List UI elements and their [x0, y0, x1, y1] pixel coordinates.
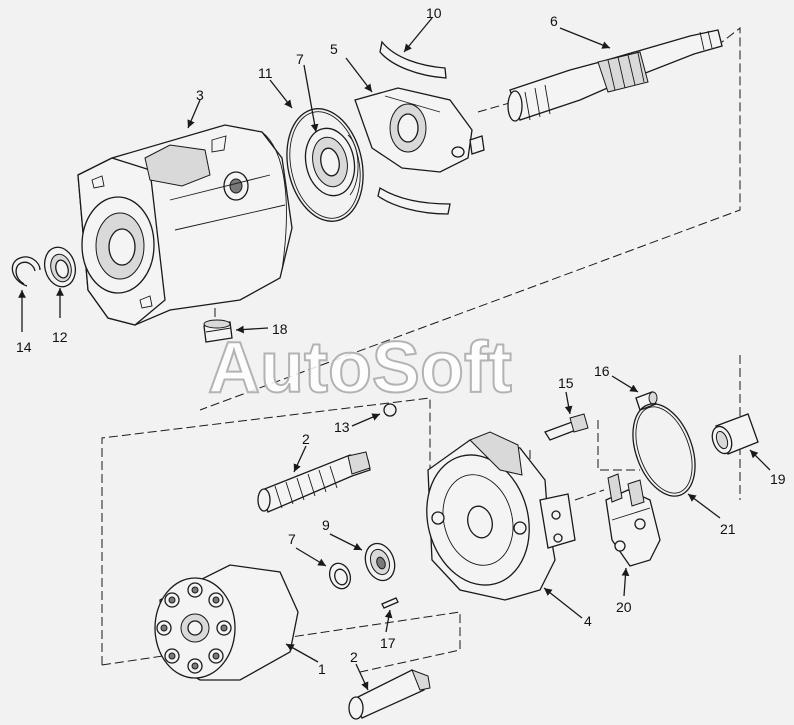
callout-8: 7 [296, 51, 304, 67]
part-19-bushing [711, 413, 759, 455]
part-15-bolt [544, 413, 589, 441]
part-5-swashplate [354, 87, 485, 173]
callout-10: 10 [426, 5, 442, 21]
part-18-plug [203, 319, 233, 343]
callout-2-lower: 2 [350, 649, 358, 665]
callout-20: 20 [616, 599, 632, 615]
part-17-pin [381, 597, 399, 609]
part-10-saddle-bearings [377, 40, 451, 215]
part-21-o-ring [632, 403, 696, 497]
part-4-end-cover [426, 431, 576, 601]
callout-18: 18 [272, 321, 288, 337]
part-8-bearing [304, 127, 359, 197]
callout-19: 19 [770, 471, 786, 487]
callout-16: 16 [594, 363, 610, 379]
callout-4: 4 [584, 613, 592, 629]
callout-7: 7 [288, 531, 296, 547]
part-2-compensator-spool [257, 451, 371, 513]
part-1-cylinder-block [154, 564, 299, 681]
part-7-ring [328, 562, 352, 590]
callout-labels: 3 11 7 5 10 6 14 12 18 13 2 7 9 1 17 2 4… [16, 5, 786, 677]
callout-15: 15 [558, 375, 574, 391]
part-2-piston [348, 669, 431, 720]
callout-21: 21 [720, 521, 736, 537]
part-3-pump-housing [77, 124, 293, 326]
callout-6: 6 [550, 13, 558, 29]
callout-3: 3 [196, 87, 204, 103]
callout-11: 12 [52, 329, 68, 345]
part-6-drive-shaft [507, 29, 723, 122]
callout-14: 14 [16, 339, 32, 355]
watermark-text: AutoSoft [208, 328, 512, 408]
part-11-seal [43, 246, 77, 288]
callout-9: 9 [322, 517, 330, 533]
part-9-bearing [364, 542, 396, 582]
callout-12: 11 [258, 65, 273, 81]
leader-lines [18, 17, 771, 691]
callout-13: 13 [334, 419, 350, 435]
part-20-control-valve [605, 473, 661, 567]
part-16-fitting [635, 391, 658, 411]
callout-17: 17 [380, 635, 396, 651]
callout-5: 5 [330, 41, 338, 57]
part-12-o-ring [286, 108, 364, 222]
part-14-retaining-ring [11, 256, 41, 287]
part-13-small-o-ring [383, 403, 397, 417]
callout-2-upper: 2 [302, 431, 310, 447]
callout-1: 1 [318, 661, 326, 677]
